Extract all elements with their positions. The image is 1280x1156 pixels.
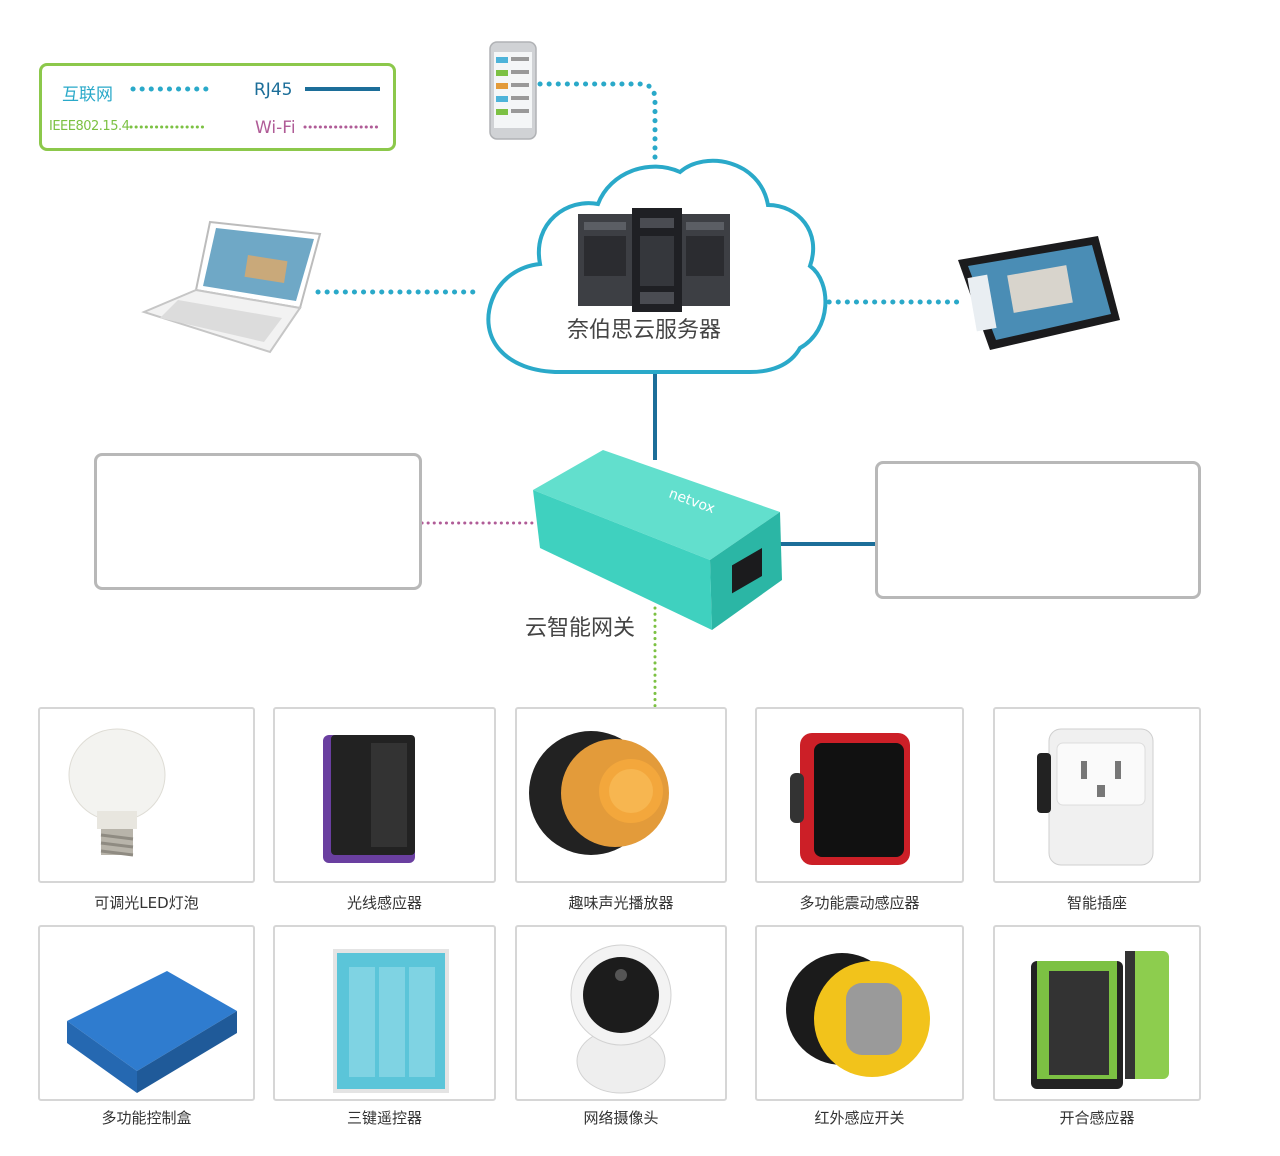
product-tile — [515, 707, 727, 883]
lan-devices-frame — [875, 461, 1201, 599]
product-tile — [993, 707, 1201, 883]
legend-rj45-label: RJ45 — [254, 80, 293, 100]
legend-wifi-label: Wi-Fi — [255, 118, 296, 138]
product-tile — [273, 925, 496, 1101]
product-label: 多功能震动感应器 — [799, 894, 920, 912]
legend-ieee-label: IEEE802.15.4 — [49, 119, 130, 134]
product-tile — [515, 925, 727, 1101]
product-label: 可调光LED灯泡 — [94, 894, 199, 912]
smart-socket-icon — [997, 713, 1197, 885]
ip-camera-icon — [521, 931, 721, 1103]
product-tile — [755, 707, 964, 883]
product-label: 智能插座 — [1066, 894, 1127, 912]
bulb-icon — [47, 713, 247, 885]
gateway-label: 云智能网关 — [525, 616, 636, 641]
product-label: 红外感应开关 — [814, 1109, 905, 1127]
product-tile — [38, 925, 255, 1101]
wifi-devices-frame — [94, 453, 422, 590]
product-label: 趣味声光播放器 — [568, 894, 674, 912]
light-sensor-icon — [285, 713, 485, 885]
server-rack-icon — [578, 208, 730, 312]
laptop-icon — [141, 220, 322, 354]
legend-internet-label: 互联网 — [62, 85, 113, 105]
smartphone-icon — [489, 41, 537, 140]
product-label: 光线感应器 — [346, 894, 422, 912]
product-tile — [273, 707, 496, 883]
product-label: 开合感应器 — [1059, 1109, 1135, 1127]
product-tile — [755, 925, 964, 1101]
tablet-icon — [958, 236, 1120, 350]
three-key-remote-icon — [285, 931, 485, 1103]
vibration-sensor-icon — [760, 713, 960, 885]
pir-switch-icon — [760, 931, 960, 1103]
sound-light-player-icon — [521, 713, 721, 885]
product-label: 三键遥控器 — [346, 1109, 422, 1127]
door-sensor-icon — [997, 931, 1197, 1103]
product-label: 网络摄像头 — [583, 1109, 659, 1127]
control-box-icon — [47, 931, 247, 1103]
legend: 互联网 RJ45 IEEE802.15.4 Wi-Fi — [39, 63, 396, 151]
gateway-icon: netvox — [533, 450, 782, 630]
product-tile — [38, 707, 255, 883]
cloud-label: 奈伯思云服务器 — [567, 318, 722, 343]
internet-link-phone — [537, 81, 658, 163]
product-tile — [993, 925, 1201, 1101]
product-label: 多功能控制盒 — [101, 1109, 192, 1127]
